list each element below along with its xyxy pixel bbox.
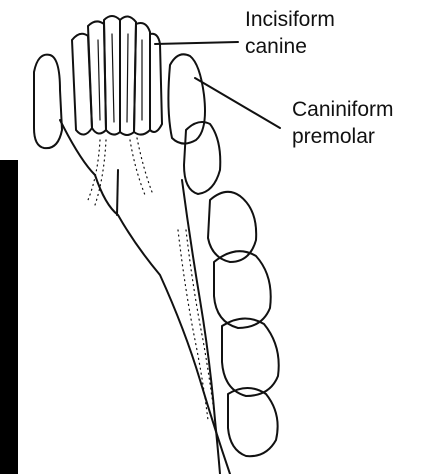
label-incisiform-line1: Incisiform bbox=[245, 6, 335, 33]
label-caniniform-premolar: Caniniform premolar bbox=[292, 96, 394, 150]
label-incisiform-line2: canine bbox=[245, 33, 335, 60]
label-incisiform-canine: Incisiform canine bbox=[245, 6, 335, 60]
left-tooth bbox=[34, 55, 62, 149]
molar-3 bbox=[222, 318, 279, 396]
label-caniniform-line1: Caniniform bbox=[292, 96, 394, 123]
label-caniniform-line2: premolar bbox=[292, 123, 394, 150]
molar-2 bbox=[214, 251, 271, 328]
molar-4 bbox=[228, 388, 278, 456]
mandible-outline bbox=[60, 120, 230, 474]
mandible-right-edge bbox=[182, 180, 220, 474]
caniniform-leader-line bbox=[195, 78, 280, 128]
incisiform-leader-line bbox=[155, 42, 238, 44]
symphysis-line bbox=[117, 170, 118, 215]
incisor-block bbox=[72, 16, 162, 135]
